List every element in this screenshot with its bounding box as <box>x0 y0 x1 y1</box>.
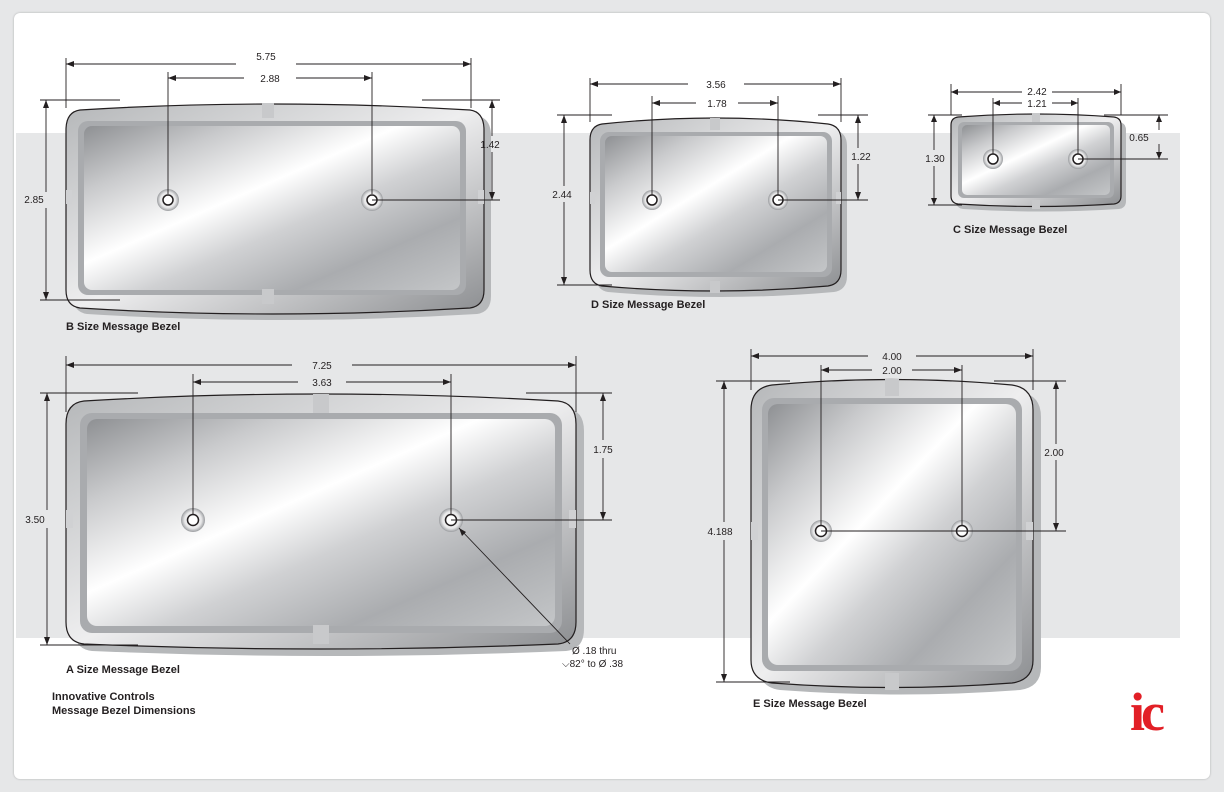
mounting-hole <box>162 194 174 206</box>
dim-width: 2.42 <box>1027 87 1047 98</box>
dim-hole-height: 1.75 <box>593 445 613 456</box>
caption: D Size Message Bezel <box>591 299 705 311</box>
dim-width: 5.75 <box>256 52 276 63</box>
bezel-face <box>962 125 1110 195</box>
caption: A Size Message Bezel <box>66 664 180 676</box>
dim-width: 7.25 <box>312 361 332 372</box>
dim-hole-spacing: 1.78 <box>707 99 727 110</box>
hole-callout-line2: ⌵82° to Ø .38 <box>562 659 623 670</box>
dim-height: 4.188 <box>707 527 732 538</box>
bezel-b: 5.75 2.88 2.85 1.42 B Size Message Bezel <box>24 52 500 333</box>
footer-title: Message Bezel Dimensions <box>52 705 196 717</box>
bezel-e: 4.00 2.00 4.188 2.00 E Size Message Beze… <box>707 349 1066 710</box>
bezel-face <box>84 126 460 290</box>
mounting-hole <box>646 194 658 206</box>
dim-hole-height: 2.00 <box>1044 448 1064 459</box>
dim-height: 1.30 <box>925 154 945 165</box>
dim-hole-spacing: 3.63 <box>312 378 332 389</box>
bezel-c: 2.42 1.21 1.30 0.65 C Size Message Bezel <box>925 84 1168 236</box>
mounting-hole <box>186 513 200 527</box>
dim-hole-height: 1.42 <box>480 140 500 151</box>
dim-hole-spacing: 2.88 <box>260 74 280 85</box>
dim-hole-height: 0.65 <box>1129 133 1149 144</box>
dim-width: 4.00 <box>882 352 902 363</box>
dim-hole-spacing: 2.00 <box>882 366 902 377</box>
caption: C Size Message Bezel <box>953 224 1067 236</box>
dim-height: 2.44 <box>552 190 572 201</box>
caption: E Size Message Bezel <box>753 698 867 710</box>
callout-leader <box>458 527 571 645</box>
caption: B Size Message Bezel <box>66 321 180 333</box>
bezel-face <box>768 404 1016 665</box>
dim-width: 3.56 <box>706 80 726 91</box>
dim-height: 2.85 <box>24 195 44 206</box>
dim-hole-height: 1.22 <box>851 152 871 163</box>
hole-callout-line1: Ø .18 thru <box>572 646 616 657</box>
bezel-a: 7.25 3.63 3.50 1.75 Ø .18 thru ⌵82° to Ø… <box>25 356 623 676</box>
bezel-d: 3.56 1.78 2.44 1.22 D Size Message Bezel <box>552 78 871 311</box>
mounting-hole <box>987 153 999 165</box>
footer-company: Innovative Controls <box>52 691 155 703</box>
bezel-face <box>87 419 555 626</box>
ic-logo: ic <box>1130 682 1164 742</box>
dim-hole-spacing: 1.21 <box>1027 99 1047 110</box>
dim-height: 3.50 <box>25 515 45 526</box>
bezel-face <box>605 136 827 272</box>
